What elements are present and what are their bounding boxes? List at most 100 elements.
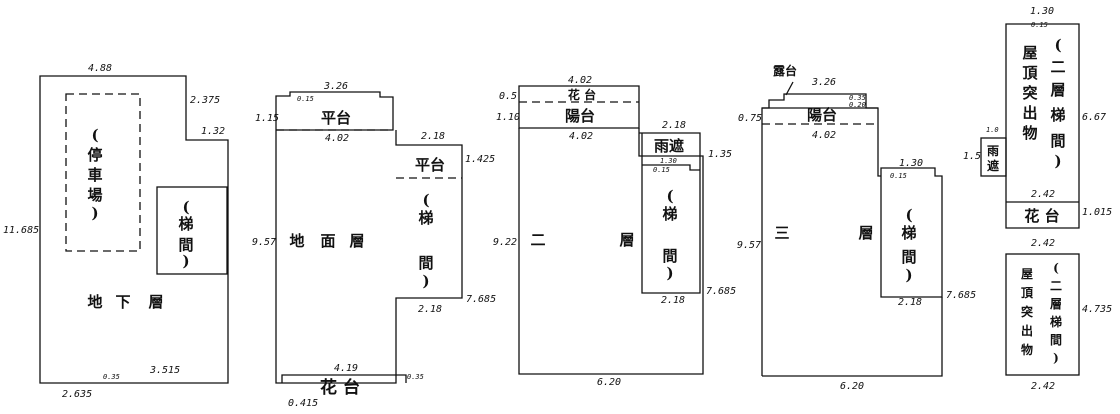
second-dim-right-bottom: 7.685 xyxy=(706,286,736,297)
roof-dim-small: 0.15 xyxy=(1031,21,1048,29)
basement-plan: 4.88 2.375 1.32 11.685 2.635 0.35 3.515 … xyxy=(3,63,229,400)
roof-outline-lower xyxy=(1005,253,1080,376)
ground-platform2-label: 平台 xyxy=(415,156,445,174)
ground-garden-outline xyxy=(281,374,407,383)
third-stair-room xyxy=(877,124,943,298)
roof-low-col2-2: 二 xyxy=(1050,279,1062,293)
second-dim-left-top: 0.5 xyxy=(499,91,517,102)
third-dim-small3: 0.15 xyxy=(890,172,907,180)
third-dim-right-top: 1.30 xyxy=(899,158,923,169)
roof-low-col2-6: ) xyxy=(1053,351,1059,365)
roof-dim-lower-bottom: 2.42 xyxy=(1031,381,1055,392)
second-dim-right-top: 2.18 xyxy=(662,120,686,131)
second-stairs-2: 梯 xyxy=(662,205,677,223)
second-dim-left: 9.22 xyxy=(493,237,517,248)
second-dim-left-mid: 1.10 xyxy=(496,112,520,123)
ground-dim-right-bottom: 7.685 xyxy=(466,294,496,305)
roof-low-col1-3: 突 xyxy=(1021,304,1033,319)
roof-dim-rain-side: 1.5 xyxy=(963,151,981,162)
parking-label-5: ) xyxy=(91,204,98,222)
third-dim-left-top: 0.75 xyxy=(738,113,762,124)
second-dim-right-side: 1.35 xyxy=(708,149,732,160)
second-dim-top: 4.02 xyxy=(568,75,592,86)
ground-dim-top: 3.26 xyxy=(323,81,348,92)
roof-low-col2-5: 間 xyxy=(1050,333,1062,347)
ground-stairs-2: 梯 xyxy=(418,209,433,227)
roof-low-col1-1: 屋 xyxy=(1021,267,1033,281)
roof-col1-3: 突 xyxy=(1022,84,1037,102)
roof-dim-garden-side: 1.015 xyxy=(1082,207,1112,218)
ground-stairs-3: 間 xyxy=(418,254,433,272)
second-balcony-label: 陽台 xyxy=(565,107,595,125)
third-terrace-label: 露台 xyxy=(773,63,797,78)
basement-floor-2: 下 xyxy=(115,293,130,311)
second-stair-room xyxy=(639,132,701,294)
second-stairs-1: ( xyxy=(666,187,673,205)
basement-dim-left: 11.685 xyxy=(3,225,39,236)
third-terrace-leader xyxy=(785,81,794,96)
third-dim-bottom-right: 2.18 xyxy=(898,297,922,308)
basement-dim-right-upper: 2.375 xyxy=(190,95,220,106)
ground-floor-2: 面 xyxy=(320,232,335,250)
roof-dim-rain-top: 1.0 xyxy=(986,126,999,134)
second-outline xyxy=(518,128,704,375)
third-floor-1: 三 xyxy=(774,224,789,242)
roof-plan: 1.30 0.15 6.67 1.0 1.5 2.42 1.015 2.42 4… xyxy=(963,6,1112,392)
roof-low-col2-1: ( xyxy=(1053,261,1059,275)
third-stairs-1: ( xyxy=(905,206,912,224)
roof-col1-4: 出 xyxy=(1022,104,1037,122)
roof-dim-bottom-inner: 2.42 xyxy=(1031,189,1055,200)
roof-low-col1-2: 頂 xyxy=(1021,286,1034,300)
ground-dim-left: 9.57 xyxy=(252,237,276,248)
basement-stairs-3: 間 xyxy=(178,236,193,254)
third-floor-2: 層 xyxy=(858,224,873,242)
parking-label-3: 車 xyxy=(87,166,102,184)
basement-dim-notch: 0.35 xyxy=(103,373,120,381)
roof-dim-right: 6.67 xyxy=(1082,112,1106,123)
roof-col2-3: 層 xyxy=(1050,81,1065,99)
basement-stairs-4: ) xyxy=(182,252,189,270)
roof-garden-label: 花 台 xyxy=(1024,207,1059,225)
ground-dim-right-side: 1.425 xyxy=(465,154,495,165)
ground-floor-3: 層 xyxy=(349,232,364,250)
third-stairs-4: ) xyxy=(905,266,912,284)
roof-col2-6: ) xyxy=(1054,152,1061,170)
roof-outline-upper xyxy=(1005,23,1080,229)
roof-rainshade-1: 雨 xyxy=(987,144,999,158)
second-dim-small: 0.15 xyxy=(653,166,670,174)
parking-label-4: 場 xyxy=(87,186,102,204)
basement-floor-3: 層 xyxy=(148,293,163,311)
roof-low-col2-4: 梯 xyxy=(1050,314,1062,329)
second-dim-step: 1.30 xyxy=(660,157,677,165)
third-dim-small1: 0.35 xyxy=(849,94,866,102)
third-plan: 露台 3.26 0.35 0.20 0.75 4.02 1.30 0.15 9.… xyxy=(737,63,976,392)
basement-floor-1: 地 xyxy=(87,293,102,311)
second-stairs-3: 間 xyxy=(662,247,677,265)
roof-col1-5: 物 xyxy=(1022,124,1037,142)
roof-col2-5: 間 xyxy=(1050,132,1065,150)
ground-outline xyxy=(275,104,463,384)
roof-col1-2: 頂 xyxy=(1022,64,1038,82)
roof-dim-lower-right: 4.735 xyxy=(1082,304,1112,315)
ground-dim-inner: 4.02 xyxy=(325,133,349,144)
third-dim-small2: 0.20 xyxy=(849,101,866,109)
ground-dim-notch: 0.15 xyxy=(297,95,314,103)
second-rainshade-label: 雨遮 xyxy=(654,137,684,155)
second-dim-bottom: 6.20 xyxy=(597,377,621,388)
third-balcony-label: 陽台 xyxy=(807,106,837,124)
roof-low-col1-5: 物 xyxy=(1021,342,1033,357)
third-outline-bottom xyxy=(762,297,943,377)
third-dim-top: 3.26 xyxy=(811,77,836,88)
ground-platform-outline xyxy=(275,91,394,131)
third-dim-left: 9.57 xyxy=(737,240,761,251)
roof-dim-lower-top: 2.42 xyxy=(1031,238,1055,249)
basement-dim-bottom-right: 3.515 xyxy=(149,365,180,376)
roof-col2-1: ( xyxy=(1054,36,1061,54)
roof-low-col2-3: 層 xyxy=(1050,297,1062,311)
ground-stairs-1: ( xyxy=(422,191,429,209)
ground-stairs-4: ) xyxy=(422,272,429,290)
basement-stairs-1: ( xyxy=(182,198,189,216)
second-dim-bottom-right: 2.18 xyxy=(661,295,685,306)
roof-dim-top: 1.30 xyxy=(1030,6,1054,17)
